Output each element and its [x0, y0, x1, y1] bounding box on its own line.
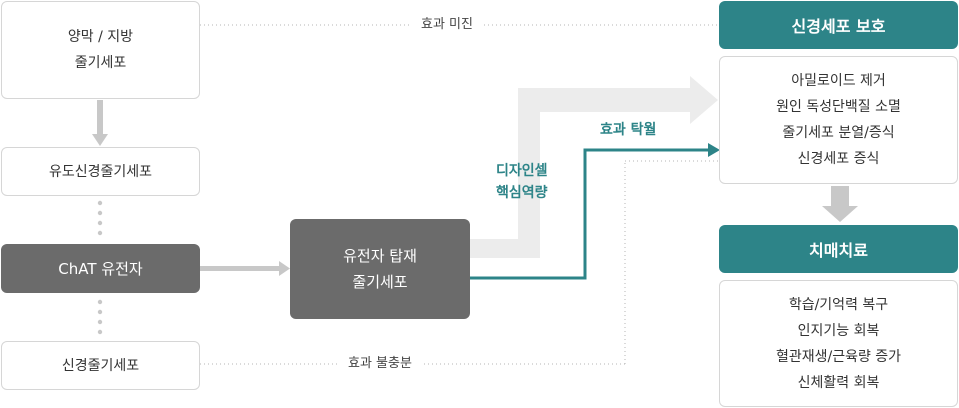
dementia-treatment-title-text: 치매치료: [809, 241, 868, 260]
dementia-treatment-list: 학습/기억력 복구 인지기능 회복 혈관재생/근육량 증가 신체활력 회복: [719, 280, 958, 407]
dementia-treatment-title: 치매치료: [719, 225, 958, 273]
amniotic-fat-stem-cell-box: 양막 / 지방 줄기세포: [1, 1, 200, 99]
core-capability-line1: 디자인셀: [496, 163, 548, 179]
down-arrow-shaft: [97, 100, 103, 136]
core-capability-line2: 핵심역량: [496, 185, 548, 201]
dementia-treatment-item: 신체활력 회복: [797, 374, 880, 391]
chat-gene-label: ChAT 유전자: [58, 259, 143, 278]
amniotic-fat-label-line1: 양막 / 지방: [67, 29, 134, 45]
neural-stem-cell-label: 신경줄기세포: [61, 357, 140, 374]
outcome-down-arrow-shaft: [831, 186, 849, 206]
vertical-dots-upper: [97, 200, 103, 236]
induced-neural-stem-cell-box: 유도신경줄기세포: [1, 147, 200, 196]
neuroprotection-item: 줄기세포 분열/증식: [782, 125, 895, 141]
down-arrow-head: [92, 134, 108, 146]
neuroprotection-title: 신경세포 보호: [719, 1, 958, 49]
neuroprotection-title-text: 신경세포 보호: [791, 17, 886, 36]
outcome-down-arrow-head: [822, 206, 858, 222]
teal-arrow-head: [708, 143, 720, 157]
gene-loaded-label-line2: 줄기세포: [352, 273, 408, 291]
insufficient-effect-label: 효과 미진: [411, 16, 483, 34]
neuroprotection-item: 원인 독성단백질 소멸: [776, 99, 901, 115]
gene-loaded-label-line1: 유전자 탑재: [343, 247, 417, 265]
neuroprotection-item: 신경세포 증식: [797, 151, 880, 167]
gene-loaded-stem-cell-box: 유전자 탑재 줄기세포: [290, 219, 470, 319]
chat-gene-box: ChAT 유전자: [1, 244, 200, 293]
core-capability-label: 디자인셀 핵심역량: [496, 160, 548, 204]
neuroprotection-list: 아밀로이드 제거 원인 독성단백질 소멸 줄기세포 분열/증식 신경세포 증식: [719, 56, 958, 184]
dementia-treatment-item: 인지기능 회복: [797, 322, 880, 339]
dementia-treatment-item: 혈관재생/근육량 증가: [775, 348, 902, 365]
lacking-effect-label: 효과 불충분: [338, 355, 422, 373]
dementia-treatment-item: 학습/기억력 복구: [788, 296, 889, 313]
right-arrow-shaft: [200, 266, 280, 271]
teal-arrow-line: [470, 148, 710, 280]
induced-neural-stem-cell-label: 유도신경줄기세포: [48, 163, 153, 180]
faint-wide-arrow: [470, 76, 718, 258]
superior-effect-label: 효과 탁월: [600, 122, 657, 138]
right-arrow-head: [279, 261, 290, 276]
neuroprotection-item: 아밀로이드 제거: [791, 73, 886, 89]
vertical-dots-lower: [97, 299, 103, 335]
neural-stem-cell-box: 신경줄기세포: [1, 341, 200, 390]
amniotic-fat-label-line2: 줄기세포: [74, 55, 127, 71]
